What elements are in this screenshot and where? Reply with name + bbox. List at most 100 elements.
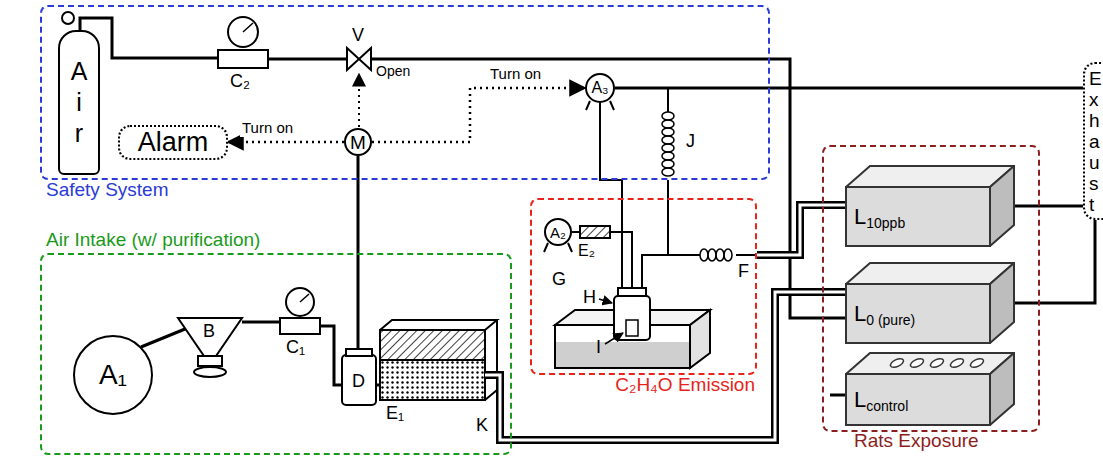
signal-line (372, 88, 585, 142)
tube (600, 103, 622, 288)
gauge-needle (243, 23, 253, 32)
part-label: D (352, 372, 365, 392)
node-label: A i r (69, 56, 89, 150)
chamber-subscript: control (866, 399, 908, 413)
gauge-needle (300, 294, 309, 302)
leader-line (605, 333, 623, 344)
tube-inner (757, 205, 845, 255)
pressure-gauge (280, 318, 320, 334)
stub-pipe (830, 394, 845, 397)
water (556, 342, 689, 367)
air-pipe (320, 326, 342, 385)
filter-stem (198, 356, 222, 366)
node-label: A₃ (591, 80, 608, 96)
node-label: Alarm (138, 129, 209, 156)
air-pipe (371, 59, 845, 318)
filter-e2 (580, 226, 610, 238)
gauge-dial (228, 17, 258, 47)
part-label: E₁ (386, 404, 404, 424)
exposure-region: Rats ExposureL10ppbL0 (pure)Lcontrol (822, 145, 1040, 432)
edge-label: Turn on (488, 66, 543, 83)
pump-circle: A₃ (585, 73, 615, 103)
chamber-letter: L (854, 206, 866, 228)
exhaust-pipe (1015, 205, 1083, 208)
part-label: Open (376, 64, 410, 79)
chamber-front: L0 (pure) (846, 284, 989, 343)
filter-base (194, 367, 226, 377)
part-label: I (596, 338, 601, 358)
exposure-chamber: Lcontrol (845, 352, 1015, 426)
part-label: J (686, 132, 695, 152)
chamber-letter: L (854, 389, 866, 411)
filter-edge (380, 320, 497, 400)
chamber-drawing (845, 352, 1015, 426)
part-label: G (552, 270, 566, 290)
exhaust-box: E x h a u s t (1083, 62, 1103, 220)
chamber-drawing (845, 165, 1015, 247)
tube (667, 88, 669, 255)
region-heading: Air Intake (w/ purification) (46, 230, 260, 251)
pump-circle: A₂ (544, 218, 572, 246)
chamber-front: Lcontrol (846, 374, 989, 425)
part-label: C₁ (286, 338, 305, 358)
control-line (358, 74, 360, 127)
chamber-drawing (845, 262, 1015, 344)
sensor-line (357, 156, 360, 355)
air-pipe (141, 329, 185, 347)
part-label: V (352, 26, 364, 46)
part-label: C₂ (230, 72, 250, 92)
exhaust-pipe (1015, 220, 1095, 303)
part-label: B (203, 322, 215, 342)
alarm-box: Alarm (118, 125, 228, 160)
tube-outer (485, 292, 845, 440)
jar-h (614, 296, 650, 340)
air-pipe (268, 58, 347, 61)
filter-funnel (178, 318, 242, 356)
chamber-subscript: 0 (pure) (866, 313, 915, 327)
chamber-front: L10ppb (846, 187, 989, 246)
part-label: H (583, 288, 596, 308)
tube (642, 255, 757, 288)
tube-outer (757, 205, 845, 255)
part-label: K (476, 416, 488, 436)
tube-inner (485, 292, 845, 440)
leader-line (599, 299, 612, 303)
node-label: E x h a u s t (1089, 68, 1102, 215)
air-pipe (242, 321, 280, 324)
tube (572, 231, 580, 233)
monitor-circle: M (344, 128, 372, 156)
valve-symbol (347, 48, 371, 70)
signal-line (228, 141, 344, 144)
part-label: F (738, 262, 749, 282)
gauge-dial (286, 288, 314, 316)
node-label: A₂ (550, 225, 566, 240)
jar-lid (346, 349, 372, 356)
tube (610, 232, 632, 288)
cylinder-knob (62, 12, 74, 24)
edge-label: Turn on (240, 120, 295, 137)
jar-d (342, 355, 376, 405)
pressure-gauge (218, 50, 268, 68)
tank-side (690, 310, 710, 368)
node-label: A₁ (99, 361, 127, 389)
air-cylinder: A i r (58, 30, 100, 175)
part-label: E₂ (578, 242, 595, 260)
pump-circle: A₁ (73, 335, 153, 415)
charcoal-filter (380, 330, 485, 360)
safety-region: Safety SystemA i rAlarmMA₃ (40, 5, 770, 180)
exposure-chamber: L0 (pure) (845, 262, 1015, 344)
coil-j (662, 112, 674, 176)
region-heading: C₂H₄O Emission (615, 375, 755, 396)
region-heading: Rats Exposure (854, 431, 979, 452)
intake-region: Air Intake (w/ purification)A₁ (40, 253, 512, 455)
coil-f (700, 249, 732, 261)
jar-cap (618, 288, 646, 296)
chamber-letter: L (854, 303, 866, 325)
vial-i (626, 320, 638, 336)
region-heading: Safety System (46, 180, 169, 201)
charcoal-filter (380, 360, 485, 400)
air-pipe (80, 18, 218, 58)
exposure-chamber: L10ppb (845, 165, 1015, 247)
